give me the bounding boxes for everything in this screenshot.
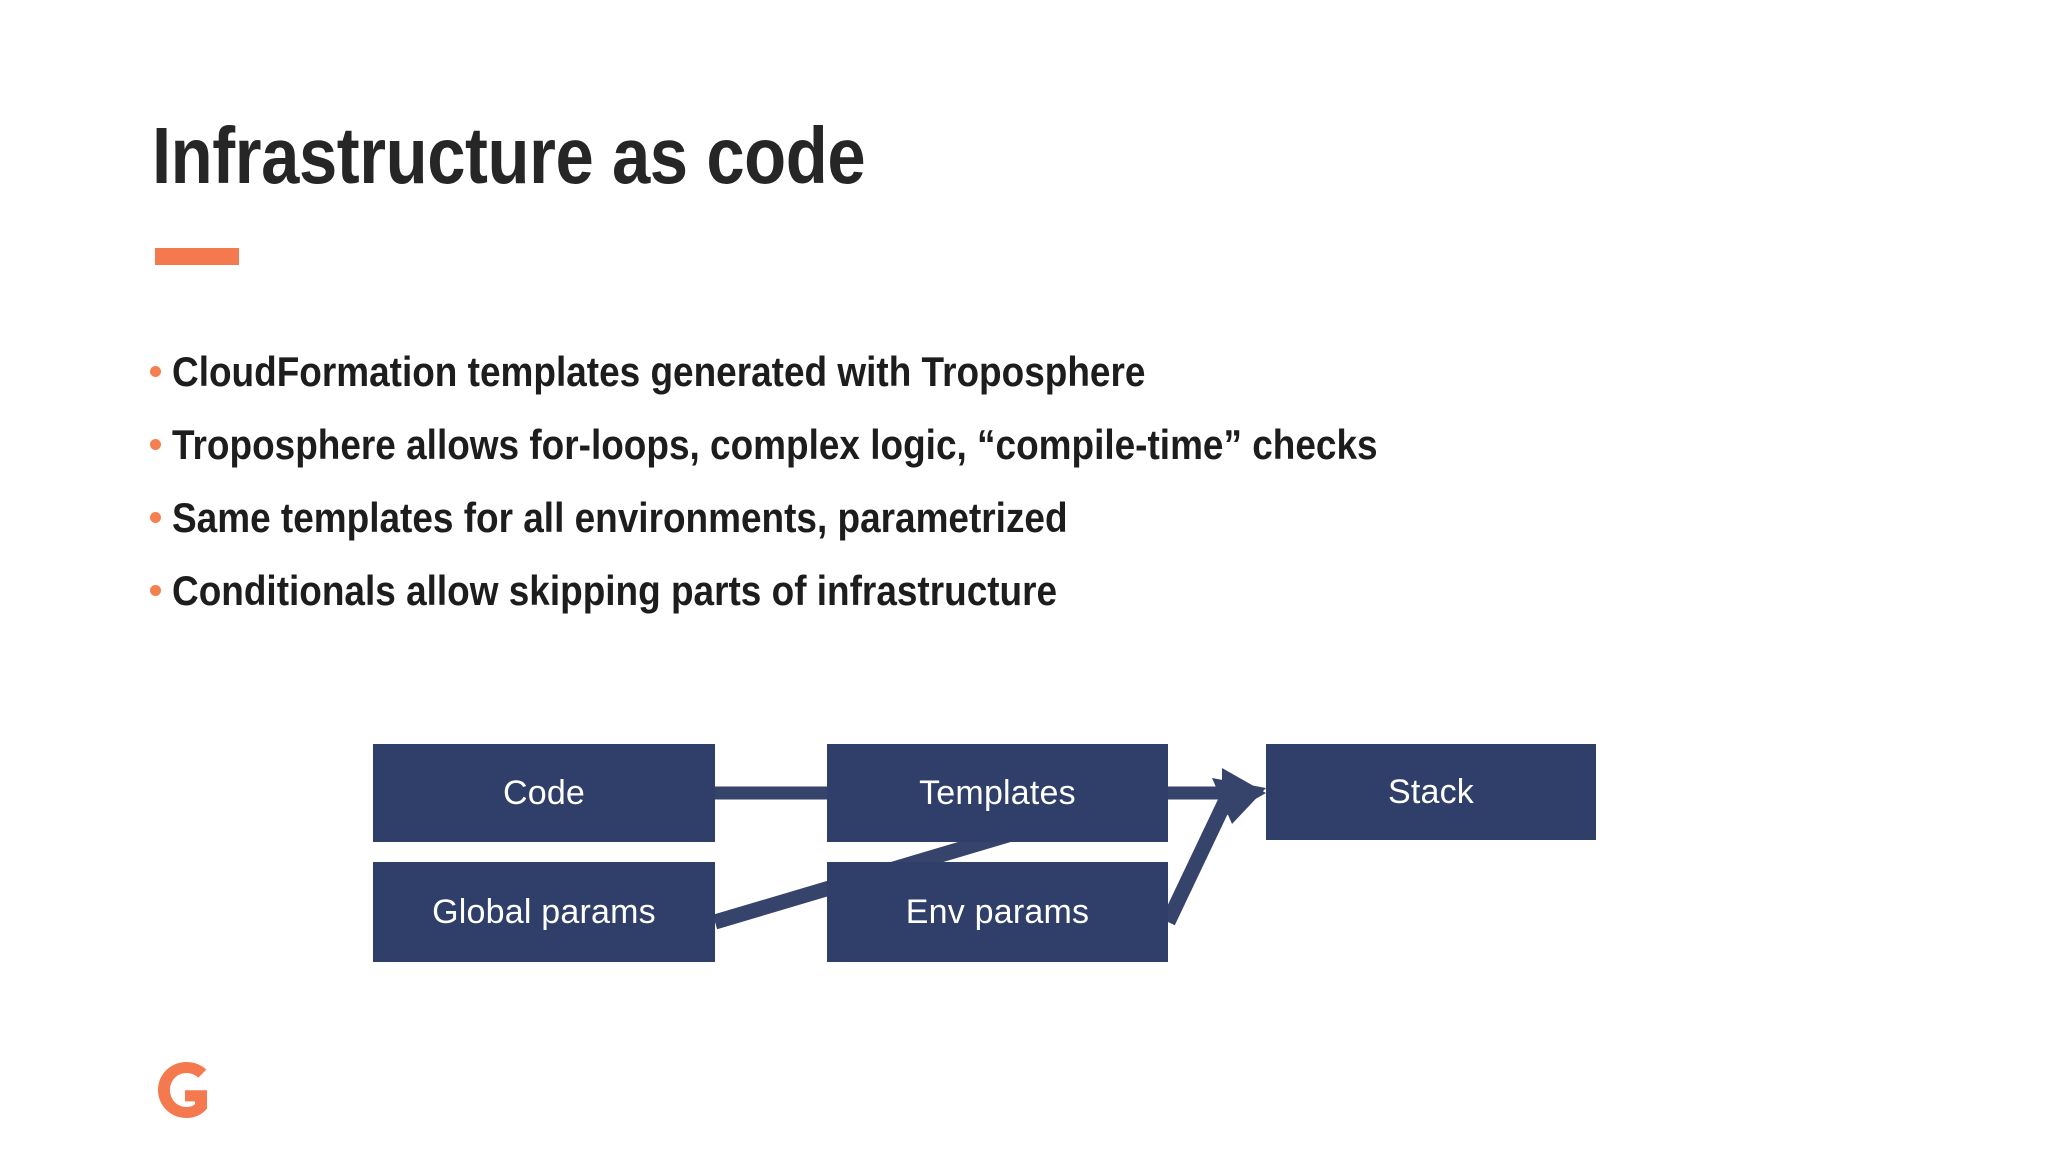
title-accent-bar <box>155 248 239 265</box>
diagram-node-templates[interactable]: Templates <box>827 744 1168 842</box>
bullet-dot-icon <box>150 439 161 450</box>
list-item: CloudFormation templates generated with … <box>150 348 1990 421</box>
diagram-node-global-params[interactable]: Global params <box>373 862 715 962</box>
list-item: Conditionals allow skipping parts of inf… <box>150 567 1990 640</box>
list-item-label: Conditionals allow skipping parts of inf… <box>172 567 1058 614</box>
bullet-list: CloudFormation templates generated with … <box>150 348 1990 640</box>
diagram-node-code[interactable]: Code <box>373 744 715 842</box>
list-item-label: CloudFormation templates generated with … <box>172 348 1146 395</box>
list-item-label: Troposphere allows for-loops, complex lo… <box>172 421 1378 468</box>
bullet-dot-icon <box>150 585 161 596</box>
arrow-env-params-to-stack <box>1161 778 1266 926</box>
page-title: Infrastructure as code <box>152 111 866 200</box>
bullet-dot-icon <box>150 512 161 523</box>
bullet-dot-icon <box>150 366 161 377</box>
arrow-templates-to-stack <box>1168 768 1266 818</box>
diagram-node-stack[interactable]: Stack <box>1266 744 1596 840</box>
list-item-label: Same templates for all environments, par… <box>172 494 1068 541</box>
diagram-node-env-params[interactable]: Env params <box>827 862 1168 962</box>
list-item: Troposphere allows for-loops, complex lo… <box>150 421 1990 494</box>
list-item: Same templates for all environments, par… <box>150 494 1990 567</box>
title-block: Infrastructure as code <box>152 111 1852 200</box>
g-logo-icon <box>158 1062 207 1118</box>
